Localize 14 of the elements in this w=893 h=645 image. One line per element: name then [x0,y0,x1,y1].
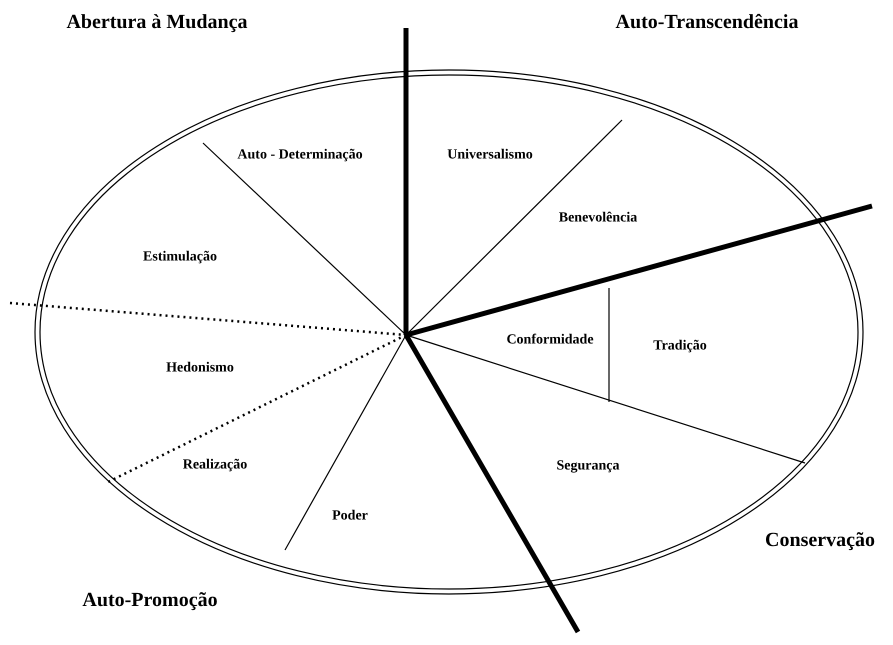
quadrant-title: Auto-Transcendência [616,11,798,33]
value-label: Segurança [556,458,620,474]
value-label: Auto - Determinação [237,147,363,163]
value-label: Hedonismo [166,360,234,376]
quadrant-title: Conservação [765,529,875,551]
value-label: Benevolência [558,210,638,226]
value-label: Tradição [653,338,707,354]
value-label: Universalismo [447,147,533,163]
value-label: Conformidade [506,332,594,348]
quadrant-title: Abertura à Mudança [66,11,248,33]
value-label: Realização [182,457,248,473]
quadrant-title: Auto-Promoção [82,589,218,611]
value-label: Poder [332,508,368,524]
value-label: Estimulação [143,249,217,265]
